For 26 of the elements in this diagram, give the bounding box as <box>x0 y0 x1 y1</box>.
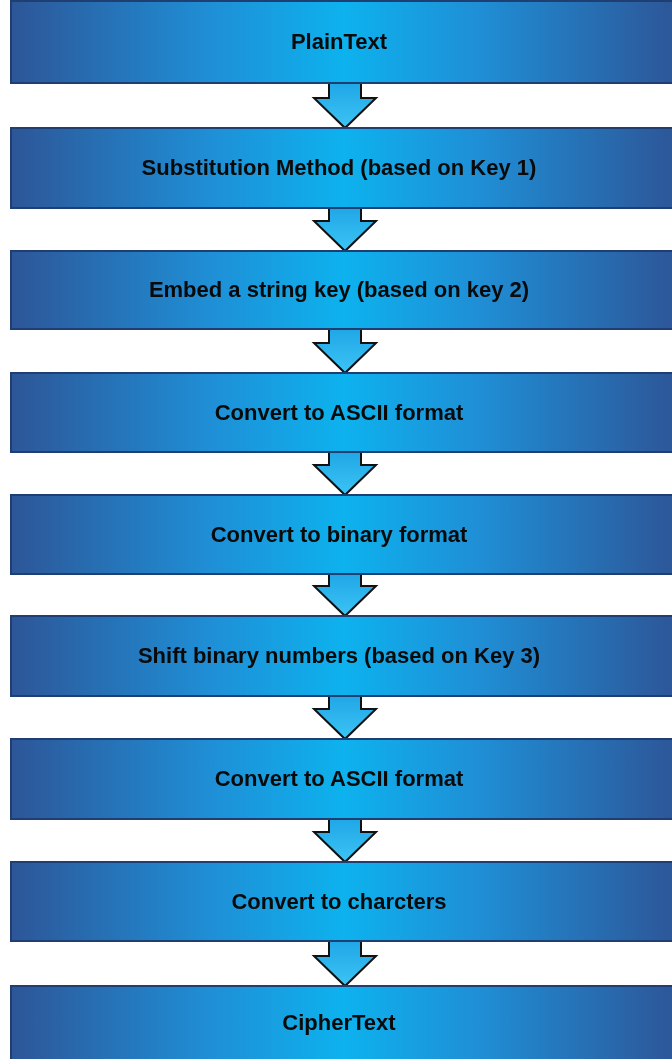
process-box <box>10 985 672 1059</box>
process-box <box>10 738 672 820</box>
step-label: Shift binary numbers (based on Key 3) <box>137 643 542 669</box>
process-box <box>10 0 672 84</box>
step-label: Embed a string key (based on key 2) <box>148 277 531 303</box>
block-arrow <box>311 939 379 988</box>
process-box <box>10 372 672 453</box>
step-label: Substitution Method (based on Key 1) <box>141 155 538 181</box>
step-label: Convert to charcters <box>231 888 448 915</box>
block-arrow <box>311 817 379 864</box>
block-arrow <box>311 206 379 253</box>
block-arrow <box>311 327 379 375</box>
process-box <box>10 861 672 942</box>
process-box <box>10 250 672 330</box>
block-arrow <box>311 572 379 618</box>
block-arrow <box>311 81 379 130</box>
step-label: Convert to ASCII format <box>214 399 465 426</box>
block-arrow <box>311 450 379 497</box>
step-label: PlainText <box>290 29 389 55</box>
process-box <box>10 615 672 697</box>
step-label: Convert to binary format <box>210 521 469 548</box>
step-label: Convert to ASCII format <box>214 766 465 792</box>
block-arrow <box>311 694 379 741</box>
process-box <box>10 494 672 575</box>
process-box <box>10 127 672 209</box>
step-label: CipherText <box>282 1010 397 1036</box>
